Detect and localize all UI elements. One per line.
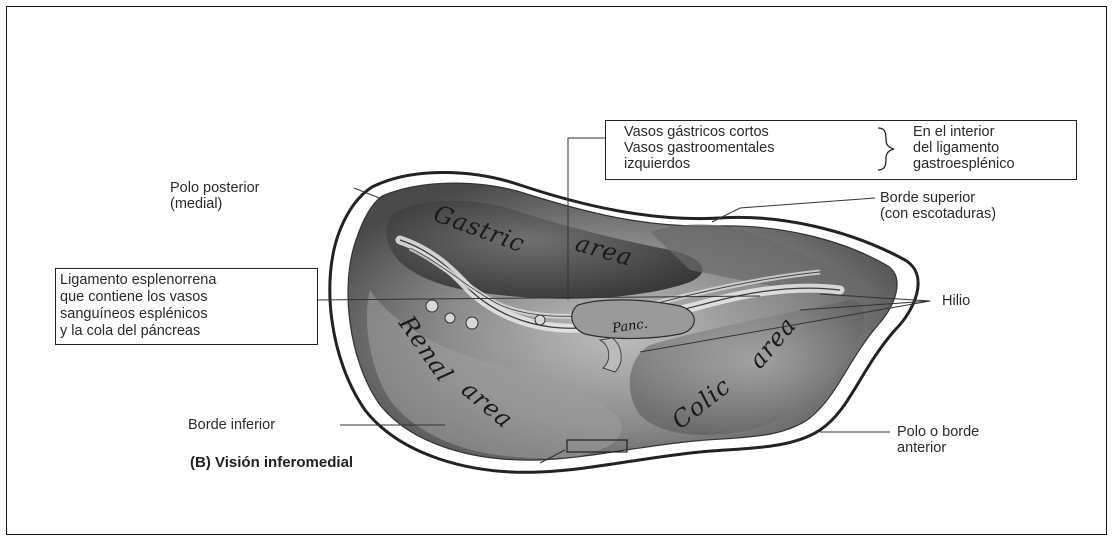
box-left-line3: sanguíneos esplénicos (60, 307, 208, 322)
borde-superior-label: Borde superior (880, 191, 975, 206)
box-top-right1: En el interior (913, 125, 994, 140)
box-left-line1: Ligamento esplenorrena (60, 273, 216, 288)
box-top-right2: del ligamento (913, 141, 999, 156)
figure-caption: (B) Visión inferomedial (190, 455, 353, 470)
box-left-line4: y la cola del páncreas (60, 324, 200, 339)
polo-posterior-sub: (medial) (170, 197, 222, 212)
borde-superior-sub: (con escotaduras) (880, 207, 996, 222)
polo-anterior-sub: anterior (897, 441, 946, 456)
polo-anterior-label: Polo o borde (897, 425, 979, 440)
borde-inferior-label: Borde inferior (188, 418, 275, 433)
polo-posterior-label: Polo posterior (170, 181, 259, 196)
box-top-line1: Vasos gástricos cortos (624, 125, 769, 140)
hilio-label: Hilio (942, 294, 970, 309)
box-top-right3: gastroesplénico (913, 157, 1015, 172)
box-top-line2: Vasos gastroomentales (624, 141, 774, 156)
box-top-line3: izquierdos (624, 157, 690, 172)
box-left-line2: que contiene los vasos (60, 290, 208, 305)
